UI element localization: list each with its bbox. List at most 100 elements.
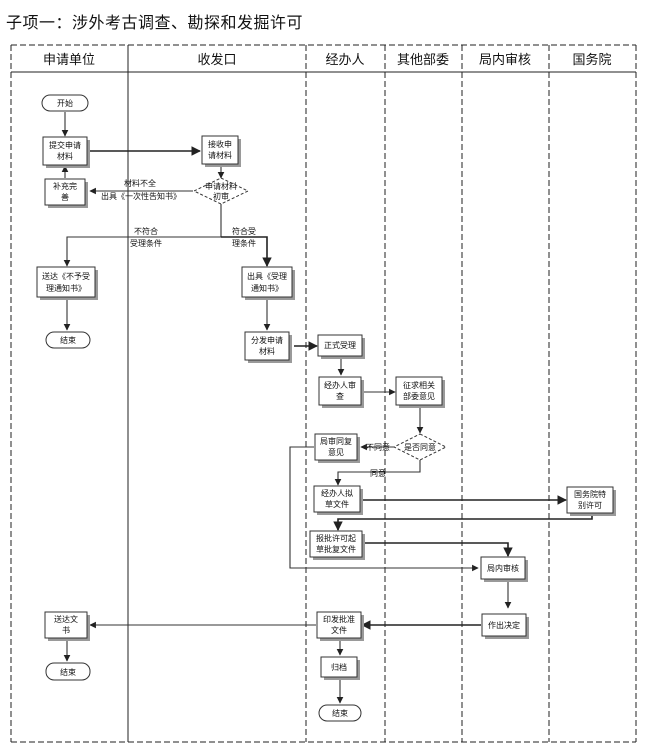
lane-header-other-depts: 其他部委: [397, 53, 449, 68]
submit-materials-node: 提交申请 材料: [42, 136, 90, 168]
end-1-shape: [45, 331, 91, 349]
decision-label: 作出决定: [488, 620, 520, 630]
handler-draft-node: 经办人拟 草文件: [313, 485, 363, 515]
request-opinions-node: 征求相关 部委意见: [395, 376, 445, 408]
end-1-label: 结束: [60, 335, 76, 345]
incomplete-label-line-1: 材料不全: [124, 178, 156, 188]
issue-document-node: 印发批准 文件: [316, 611, 364, 641]
handler-review-box: [318, 376, 362, 406]
request-opinions-line-1: 征求相关: [403, 380, 435, 390]
preliminary-review-line-1: 申请材料: [205, 181, 237, 191]
submit-materials-line-1: 提交申请: [49, 140, 81, 150]
formal-accept-node: 正式受理: [317, 334, 365, 359]
distribute-materials-line-2: 材料: [259, 346, 275, 356]
end-2-node: 结束: [45, 662, 91, 681]
edge-agree-to-draft: [334, 460, 421, 486]
start-shape: [41, 94, 89, 112]
deliver-document-box: [44, 611, 88, 639]
lane-header-bureau-review: 局内审核: [479, 52, 531, 68]
deliver-document-line-1: 送达文: [54, 614, 78, 624]
issue-acceptance-line-1: 出具《受理: [247, 271, 287, 281]
agree-decision-label: 是否同意: [404, 442, 436, 452]
notice-not-accepted-node: 送达《不予受 理通知书》: [36, 266, 98, 300]
handler-draft-box: [313, 485, 361, 513]
distribute-materials-line-1: 分发申请: [251, 335, 283, 345]
preliminary-review-diamond: [192, 177, 250, 205]
start-label: 开始: [57, 98, 73, 108]
edge-labels: 材料不全 出具《一次性告知书》 不符合 受理条件 符合受 理条件 不同意 同意: [101, 178, 390, 478]
handler-draft-line-1: 经办人拟: [321, 488, 353, 498]
notice-not-accepted-line-2: 理通知书》: [46, 283, 86, 293]
formal-accept-box: [317, 334, 363, 357]
lane-header-handler: 经办人: [325, 53, 364, 68]
issue-document-line-2: 文件: [331, 625, 347, 635]
issue-acceptance-box: [241, 266, 293, 298]
end-1-node: 结束: [45, 331, 91, 349]
edge-review-to-not-accepted: [63, 204, 222, 267]
archive-node: 归档: [320, 656, 360, 680]
edge-review-to-acceptance: [221, 236, 272, 267]
draft-permit-box: [309, 530, 363, 558]
meet-label-line-1: 符合受: [232, 226, 256, 236]
deliver-document-line-2: 书: [62, 625, 70, 635]
state-council-approval-node: 国务院特 别许可: [566, 486, 616, 516]
request-opinions-line-2: 部委意见: [403, 391, 435, 401]
receive-materials-line-2: 请材料: [208, 150, 232, 160]
issue-document-box: [316, 611, 362, 639]
issue-acceptance-node: 出具《受理 通知书》: [241, 266, 295, 300]
agree-decision-node: 是否同意: [392, 433, 448, 461]
lane-header-applicant: 申请单位: [43, 53, 95, 68]
handler-review-line-2: 查: [336, 391, 344, 401]
preliminary-review-line-2: 初审: [213, 191, 229, 201]
supplement-line-2: 善: [61, 192, 69, 202]
supplement-line-1: 补充完: [53, 181, 77, 191]
agree-decision-diamond: [392, 433, 448, 461]
lane-header-state-council: 国务院: [572, 52, 611, 68]
receive-materials-node: 接收申 请材料: [201, 135, 241, 167]
nodes: 开始 提交申请 材料 补充完 善 送达《不予受 理通知书》 结束 送达文: [36, 94, 616, 722]
receive-materials-line-1: 接收申: [208, 139, 232, 149]
bureau-reply-box: [314, 433, 358, 461]
draft-permit-line-1: 报批许可起: [316, 533, 356, 543]
handler-draft-line-2: 草文件: [325, 499, 349, 509]
archive-label: 归档: [331, 662, 347, 672]
lane-header-intake: 收发口: [197, 52, 236, 68]
end-2-label: 结束: [60, 667, 76, 677]
page-title: 子项一：涉外考古调查、勘探和发掘许可: [6, 13, 304, 32]
end-3-label: 结束: [332, 708, 348, 718]
not-meet-label-line-2: 受理条件: [130, 238, 162, 248]
draft-permit-node: 报批许可起 草批复文件: [309, 530, 365, 560]
notice-not-accepted-box: [36, 266, 96, 298]
bureau-reply-line-2: 意见: [328, 447, 344, 457]
bureau-review-node: 局内审核: [480, 556, 528, 582]
formal-accept-label: 正式受理: [324, 340, 356, 350]
edge-reply-to-bureau-review: [289, 446, 479, 572]
end-2-shape: [45, 662, 91, 681]
decision-box: [481, 613, 527, 637]
meet-label-line-2: 理条件: [232, 238, 256, 248]
distribute-materials-node: 分发申请 材料: [244, 331, 292, 363]
start-node: 开始: [41, 94, 89, 112]
decision-node: 作出决定: [481, 613, 529, 639]
state-council-approval-line-1: 国务院特: [574, 489, 606, 499]
bureau-reply-line-1: 局审同复: [320, 436, 352, 446]
state-council-approval-box: [566, 486, 614, 514]
supplement-node: 补充完 善: [44, 178, 88, 208]
incomplete-label-line-2: 出具《一次性告知书》: [101, 191, 181, 201]
preliminary-review-node: 申请材料 初审: [192, 177, 250, 205]
end-3-node: 结束: [318, 704, 362, 722]
handler-review-node: 经办人审 查: [318, 376, 364, 408]
end-3-shape: [318, 704, 362, 722]
handler-review-line-1: 经办人审: [324, 380, 356, 390]
supplement-box: [44, 178, 86, 206]
bureau-review-label: 局内审核: [487, 563, 519, 573]
bureau-reply-node: 局审同复 意见: [314, 433, 360, 463]
draft-permit-line-2: 草批复文件: [316, 544, 356, 554]
distribute-materials-box: [244, 331, 290, 361]
archive-box: [320, 656, 358, 678]
state-council-approval-line-2: 别许可: [578, 500, 602, 510]
submit-materials-line-2: 材料: [57, 151, 73, 161]
disagree-label: 不同意: [366, 442, 390, 452]
receive-materials-box: [201, 135, 239, 165]
